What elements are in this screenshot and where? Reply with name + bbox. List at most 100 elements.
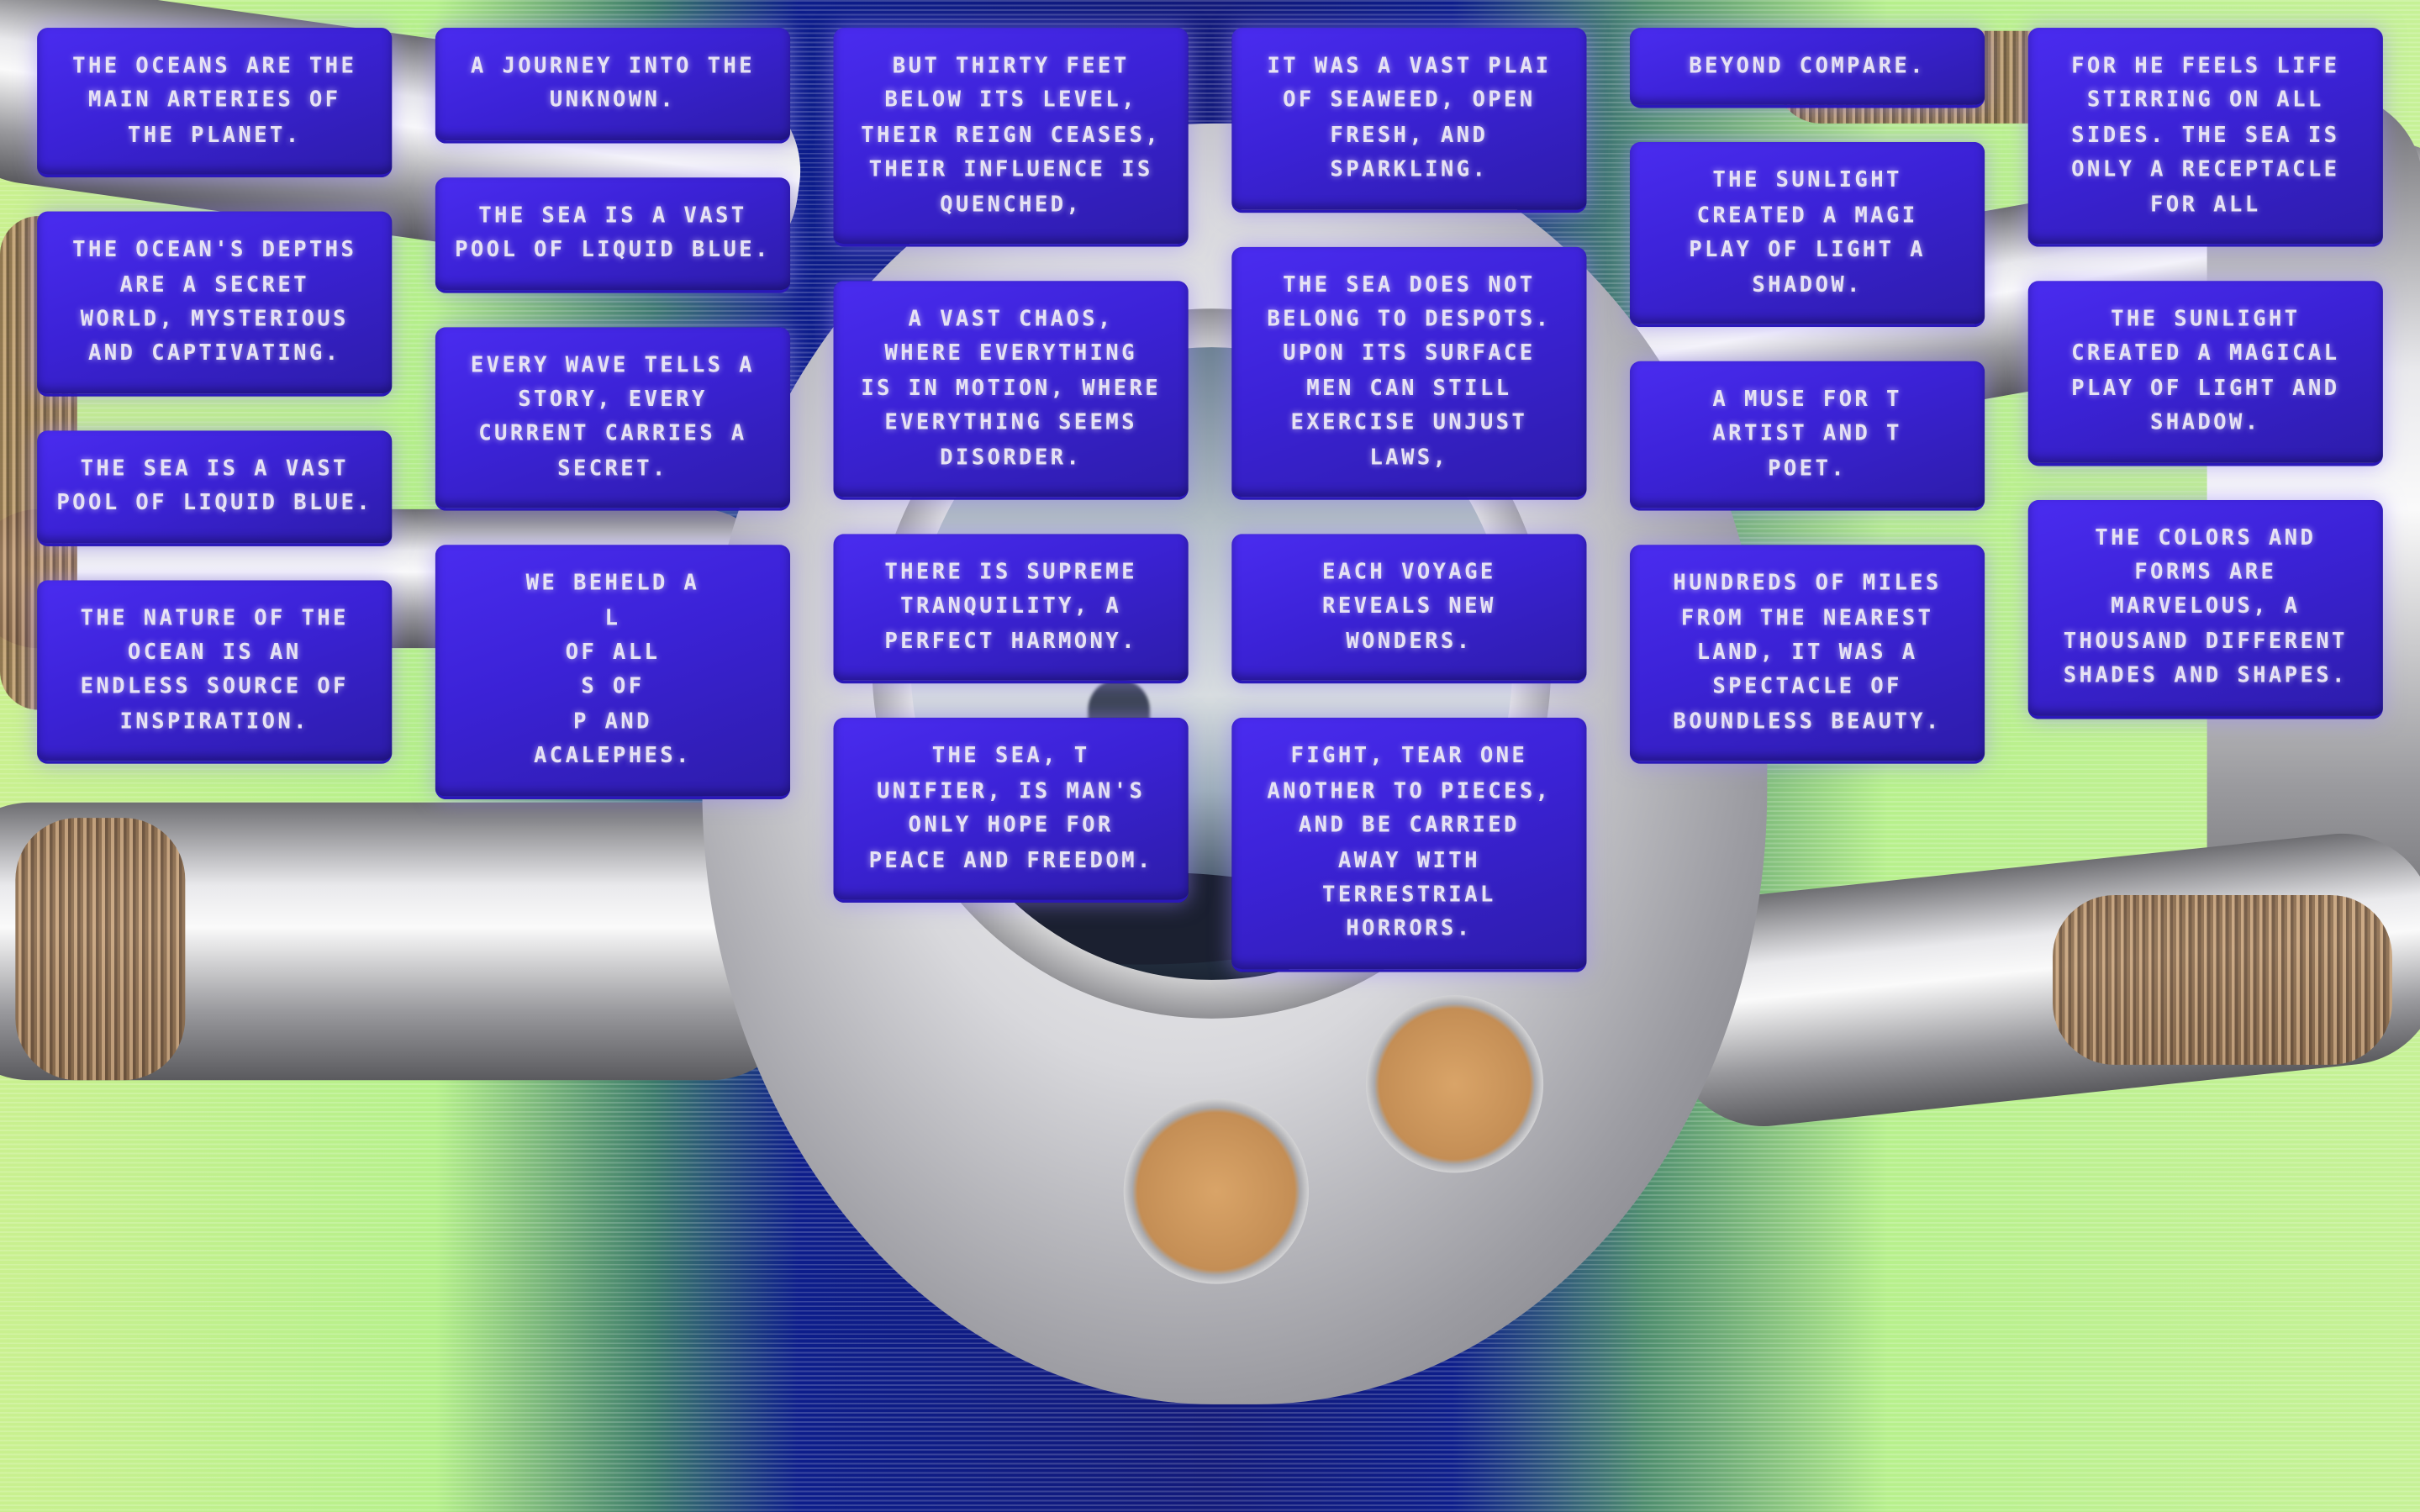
quote-line: FRESH, AND xyxy=(1330,123,1489,148)
quote-line: STIRRING ON ALL xyxy=(2086,88,2324,113)
quote-card: THE SUNLIGHT CREATED A MAGICAL PLAY OF LIG… xyxy=(2027,281,2383,466)
quote-line: FOR ALL xyxy=(2150,192,2261,218)
quote-line: HORRORS. xyxy=(1346,917,1473,942)
quote-line: SHADOW. xyxy=(2150,410,2261,436)
quote-line: PLAY OF LIGHT AND xyxy=(2071,376,2340,402)
quote-line: POOL OF LIQUID BLUE. xyxy=(56,491,373,516)
quote-line: QUENCHED, xyxy=(940,192,1083,218)
quote-card: THERE IS SUPREME TRANQUILITY, A PERFECT HA… xyxy=(833,534,1189,684)
quote-line: MAIN ARTERIES OF xyxy=(87,88,341,113)
quote-line: AND BE CARRIED xyxy=(1298,813,1520,839)
card-column: A JOURNEY INTO THE UNKNOWN. THE SEA IS A V… xyxy=(435,28,791,799)
quote-line: TRANQUILITY, A xyxy=(900,594,1122,620)
quote-line: OF ALL xyxy=(565,640,661,666)
quote-card: FOR HE FEELS LIFE STIRRING ON ALL SIDES. T… xyxy=(2027,28,2383,247)
quote-line: IS IN MOTION, WHERE xyxy=(861,376,1162,402)
quote-line: SHADOW. xyxy=(1752,272,1863,298)
quote-card: THE COLORS AND FORMS ARE MARVELOUS, A THOUS… xyxy=(2027,499,2383,719)
quote-line: TERRESTRIAL xyxy=(1322,882,1496,908)
quote-line: EXERCISE UNJUST xyxy=(1290,410,1528,436)
quote-line: A VAST CHAOS, xyxy=(908,307,1114,332)
quote-line: BEYOND COMPARE. xyxy=(1689,54,1926,79)
quote-line: AWAY WITH xyxy=(1337,847,1480,873)
quote-line: ACALEPHES. xyxy=(534,744,692,769)
quote-line: POOL OF LIQUID BLUE. xyxy=(455,238,771,263)
quote-card: A MUSE FOR T ARTIST AND T POET. xyxy=(1629,361,1985,512)
quote-line: THE SEA, T xyxy=(931,744,1090,769)
quote-line: SPARKLING. xyxy=(1330,157,1489,183)
quote-line: POET. xyxy=(1768,456,1848,482)
wire-coil xyxy=(2053,894,2392,1065)
quote-line: UNIFIER, IS MAN'S xyxy=(876,778,1146,804)
quote-card: THE SEA, T UNIFIER, IS MAN'S ONLY HOPE FOR… xyxy=(833,718,1189,903)
quote-line: SECRET. xyxy=(557,456,668,482)
quote-line: THE OCEANS ARE THE xyxy=(72,54,357,79)
quote-line: FOR HE FEELS LIFE xyxy=(2071,54,2340,79)
quote-line: THEIR REIGN CEASES, xyxy=(861,123,1162,148)
quote-line: CREATED A MAGICAL xyxy=(2071,341,2340,366)
quote-line: WONDERS. xyxy=(1346,629,1473,655)
quote-line: ONLY A RECEPTACLE xyxy=(2071,157,2340,183)
quote-line: BOUNDLESS BEAUTY. xyxy=(1673,709,1942,735)
quote-card: A JOURNEY INTO THE UNKNOWN. xyxy=(435,28,791,144)
quote-line: WE BEHELD A xyxy=(525,571,700,597)
quote-line: A JOURNEY INTO THE xyxy=(470,54,755,79)
quote-line: SHADES AND SHAPES. xyxy=(2063,664,2348,689)
quote-line: PERFECT HARMONY. xyxy=(884,629,1137,655)
quote-line: UPON ITS SURFACE xyxy=(1283,341,1536,366)
quote-line: FIGHT, TEAR ONE xyxy=(1290,744,1528,769)
quote-line: REVEALS NEW xyxy=(1322,594,1496,620)
quote-line: THE SUNLIGHT xyxy=(1712,168,1902,194)
quote-line: EVERY WAVE TELLS A xyxy=(470,352,755,378)
quote-line: OF SEAWEED, OPEN xyxy=(1283,88,1536,113)
quote-line: WORLD, MYSTERIOUS xyxy=(80,307,349,332)
quote-line: THE SUNLIGHT xyxy=(2111,307,2301,332)
quote-line: DISORDER. xyxy=(940,445,1083,471)
quote-line: BELONG TO DESPOTS. xyxy=(1267,307,1552,332)
quote-line: BUT THIRTY FEET xyxy=(892,54,1130,79)
card-column: BUT THIRTY FEET BELOW ITS LEVEL, THEIR REI… xyxy=(833,28,1189,903)
quote-line: WHERE EVERYTHING xyxy=(884,341,1137,366)
quote-card: BUT THIRTY FEET BELOW ITS LEVEL, THEIR REI… xyxy=(833,28,1189,247)
quote-card: A VAST CHAOS, WHERE EVERYTHING IS IN MOTIO… xyxy=(833,281,1189,501)
quote-line: UNKNOWN. xyxy=(549,88,677,113)
quote-line: ONLY HOPE FOR xyxy=(908,813,1114,839)
quote-line: A MUSE FOR T xyxy=(1712,387,1902,413)
quote-line: SIDES. THE SEA IS xyxy=(2071,123,2340,148)
quote-line: OCEAN IS AN xyxy=(127,640,302,666)
quote-line: EVERYTHING SEEMS xyxy=(884,410,1137,436)
quote-line: MARVELOUS, A xyxy=(2111,594,2301,620)
quote-line: PLAY OF LIGHT A xyxy=(1689,238,1926,263)
quote-line: S OF xyxy=(581,675,645,700)
copper-port xyxy=(1365,995,1544,1173)
card-column: FOR HE FEELS LIFE STIRRING ON ALL SIDES. T… xyxy=(2027,28,2383,719)
quote-line: THERE IS SUPREME xyxy=(884,560,1137,585)
quote-line: ARTIST AND T xyxy=(1712,422,1902,447)
quote-line: LAWS, xyxy=(1369,445,1449,471)
quote-line: ANOTHER TO PIECES, xyxy=(1267,778,1552,804)
quote-line: ARE A SECRET xyxy=(119,272,309,298)
quote-line: SPECTACLE OF xyxy=(1712,675,1902,700)
quote-card: BEYOND COMPARE. xyxy=(1629,28,1985,109)
quote-line: THE COLORS AND xyxy=(2095,525,2317,551)
quote-line: EACH VOYAGE xyxy=(1322,560,1496,585)
quote-line: P AND xyxy=(572,709,652,735)
quote-line: THOUSAND DIFFERENT xyxy=(2063,629,2348,655)
quote-line: FORMS ARE xyxy=(2134,560,2277,585)
quote-line: INSPIRATION. xyxy=(119,709,309,735)
quote-card: EACH VOYAGE REVEALS NEW WONDERS. xyxy=(1231,534,1587,684)
quote-line: BELOW ITS LEVEL, xyxy=(884,88,1137,113)
